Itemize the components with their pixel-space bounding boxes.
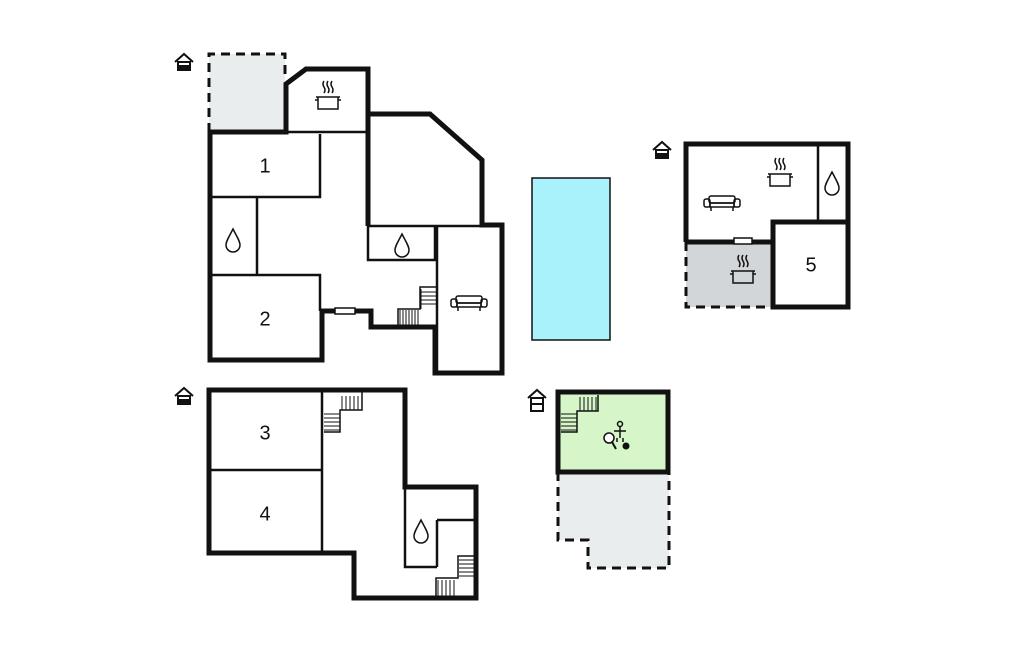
stairs-icon xyxy=(435,555,474,596)
water-drop-icon xyxy=(225,228,241,253)
main-house-outline xyxy=(207,66,505,376)
house-icon xyxy=(174,387,194,405)
stairs-icon xyxy=(397,286,437,325)
kitchen-pot-icon xyxy=(314,80,342,110)
kitchen-pot-icon xyxy=(766,157,794,187)
lower-floor-plan: 3 4 xyxy=(174,387,479,601)
table-football-icon xyxy=(614,420,626,442)
room-number: 2 xyxy=(259,308,270,330)
sofa-icon xyxy=(450,295,488,312)
water-drop-icon xyxy=(824,171,840,196)
house-icon xyxy=(174,53,194,71)
activity-room-plan xyxy=(527,388,671,570)
water-drop-icon xyxy=(394,233,410,258)
stairs-icon xyxy=(561,395,599,433)
annex-plan: 5 xyxy=(652,141,851,310)
room-number: 3 xyxy=(259,422,270,444)
door-window-icon xyxy=(334,307,356,315)
room-number: 1 xyxy=(259,155,270,177)
terrace-area xyxy=(558,540,588,568)
room-number: 4 xyxy=(259,503,270,525)
room-number: 5 xyxy=(805,254,816,276)
water-drop-icon xyxy=(413,519,429,544)
sofa-icon xyxy=(703,195,741,212)
covered-terrace-area xyxy=(686,242,772,307)
house-icon xyxy=(527,388,547,412)
stairs-icon xyxy=(324,392,363,433)
house-icon xyxy=(652,141,672,159)
table-tennis-icon xyxy=(603,432,630,450)
door-window-icon xyxy=(733,237,753,245)
terrace-area xyxy=(209,54,285,132)
swimming-pool xyxy=(531,177,611,341)
main-house-plan: 1 2 xyxy=(174,52,505,376)
